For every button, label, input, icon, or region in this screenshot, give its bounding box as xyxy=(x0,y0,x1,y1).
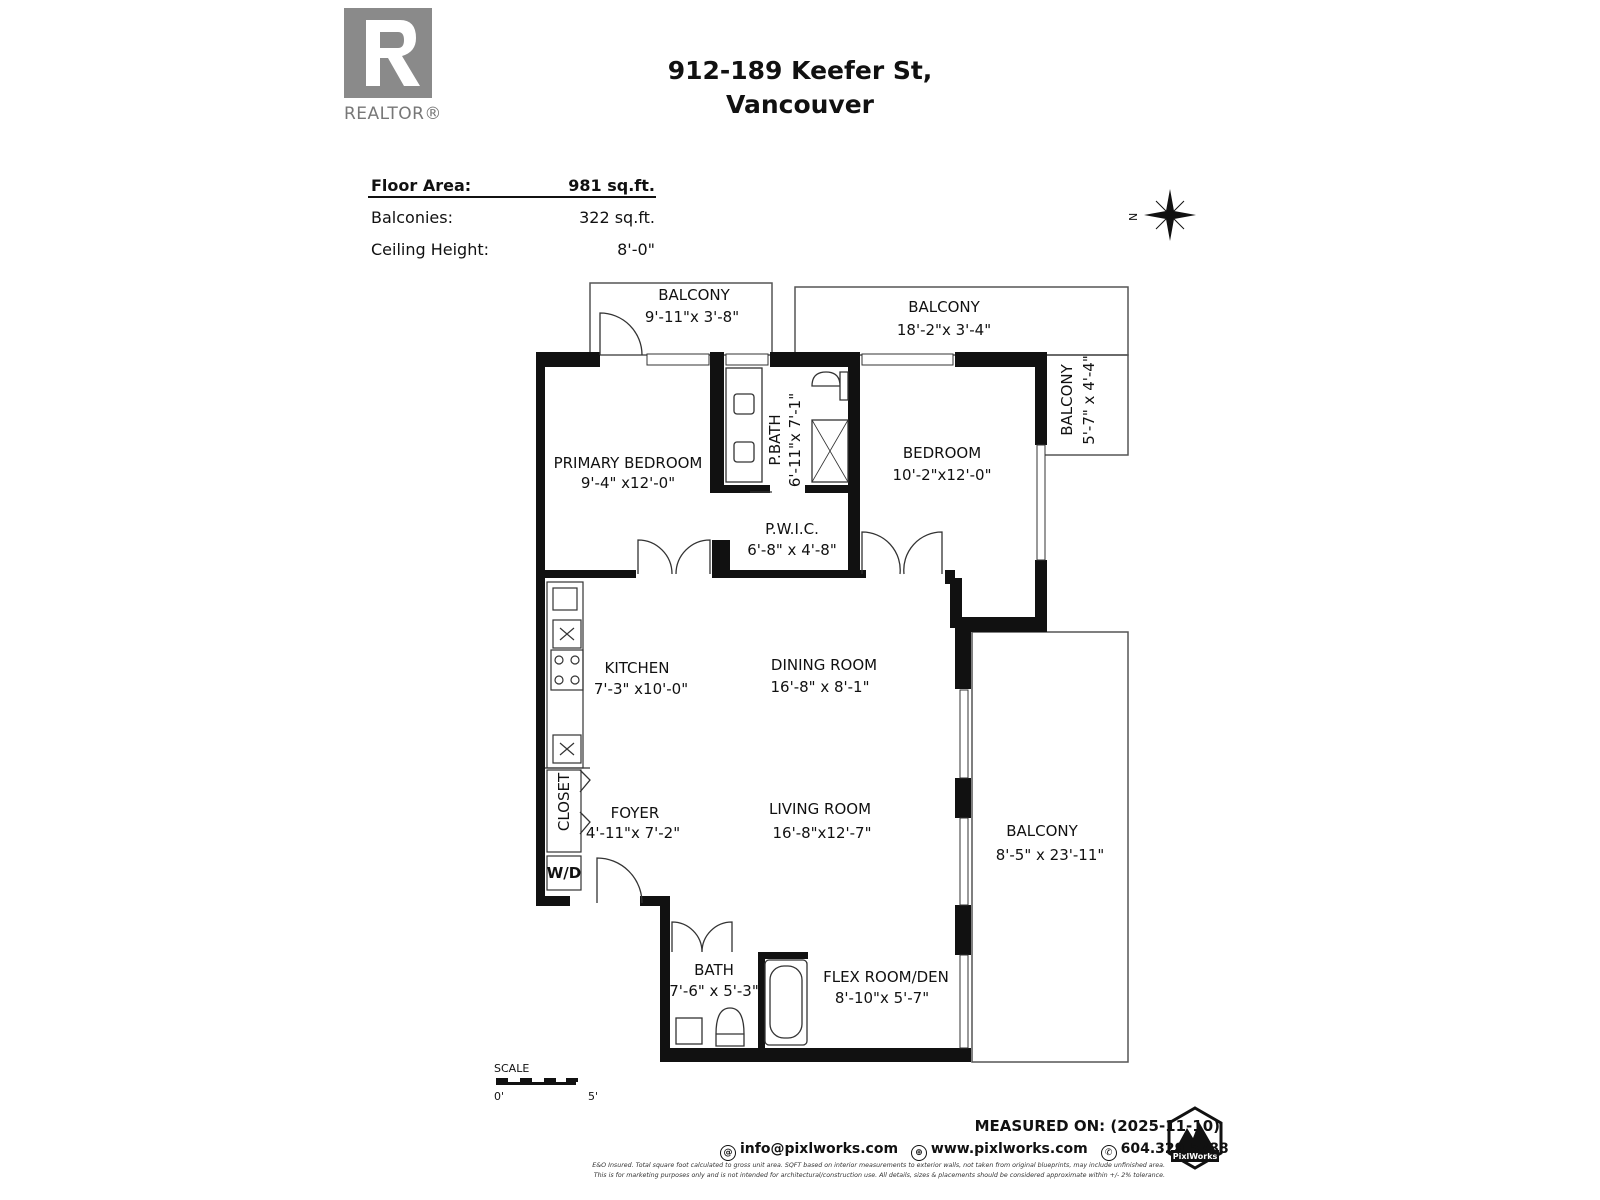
window xyxy=(861,353,954,366)
sink-icon xyxy=(552,619,582,649)
door-swing xyxy=(637,539,711,575)
website-link[interactable]: www.pixlworks.com xyxy=(930,1141,1088,1157)
email-link[interactable]: info@pixlworks.com xyxy=(740,1141,899,1157)
page-title-line2: Vancouver xyxy=(725,90,875,119)
contact-line: @info@pixlworks.com ⊕www.pixlworks.com ✆… xyxy=(712,1141,1229,1161)
fridge-icon xyxy=(552,587,578,611)
window xyxy=(959,817,969,906)
kitchen-name: KITCHEN xyxy=(605,659,670,677)
shower-icon xyxy=(811,419,849,483)
living-room-name: LIVING ROOM xyxy=(769,800,871,818)
page-title-line1: 912-189 Keefer St, xyxy=(667,56,933,85)
foyer-dims: 4'-11"x 7'-2" xyxy=(586,824,680,842)
balcony-right-small-dims: 5'-7" x 4'-4" xyxy=(1080,355,1098,444)
globe-icon: ⊕ xyxy=(910,1145,927,1161)
bedroom-name: BEDROOM xyxy=(903,444,981,462)
vanity xyxy=(725,367,763,483)
stove-icon xyxy=(550,649,584,691)
balcony-top-right-dims: 18'-2"x 3'-4" xyxy=(897,321,991,339)
phone-number[interactable]: 604.329.5788 xyxy=(1120,1141,1229,1157)
scale-min: 0' xyxy=(494,1090,504,1103)
floor-area-value: 981 sq.ft. xyxy=(568,176,655,195)
bath-name: BATH xyxy=(694,961,734,979)
floor-area-underline xyxy=(368,196,656,198)
balcony-large-name: BALCONY xyxy=(1006,822,1078,840)
window xyxy=(959,689,969,779)
pwic-dims: 6'-8" x 4'-8" xyxy=(747,541,836,559)
compass-north-label: N xyxy=(1127,213,1140,221)
door-swing xyxy=(599,312,643,356)
washer-dryer-name: W/D xyxy=(547,864,581,882)
bedroom-dims: 10'-2"x12'-0" xyxy=(892,466,991,484)
balcony-large-outline xyxy=(971,631,1129,1063)
closet-name: CLOSET xyxy=(555,772,573,831)
ceiling-height-label: Ceiling Height: xyxy=(371,240,490,259)
sink-icon xyxy=(733,441,755,463)
primary-bedroom-dims: 9'-4" x12'-0" xyxy=(581,474,675,492)
balcony-top-right-name: BALCONY xyxy=(908,298,980,316)
floor-area-label: Floor Area: xyxy=(371,176,472,195)
door-swing xyxy=(861,531,943,575)
pixlworks-logo: PixlWorks xyxy=(1167,1106,1223,1170)
washer-dryer-icon xyxy=(546,855,582,891)
balcony-large-dims: 8'-5" x 23'-11" xyxy=(996,846,1105,864)
disclaimer-line-2: This is for marketing purposes only and … xyxy=(593,1172,1165,1179)
compass-icon: N xyxy=(1127,189,1196,241)
email-icon: @ xyxy=(720,1145,736,1161)
pwic-name: P.W.I.C. xyxy=(765,520,819,538)
sink-icon xyxy=(675,1017,703,1045)
phone-icon: ✆ xyxy=(1100,1145,1117,1161)
realtor-logo xyxy=(344,8,432,98)
realtor-logo-text: REALTOR® xyxy=(344,104,442,124)
foyer-name: FOYER xyxy=(611,804,660,822)
balcony-top-left-dims: 9'-11"x 3'-8" xyxy=(645,308,739,326)
dishwasher-icon xyxy=(552,734,582,764)
p-bath-dims: 6'-11"x 7'-1" xyxy=(786,393,804,487)
room-labels: BALCONY 9'-11"x 3'-8" BALCONY 18'-2"x 3'… xyxy=(547,286,1105,1007)
scale-max: 5' xyxy=(588,1090,598,1103)
walls xyxy=(536,352,1047,1062)
balconies-label: Balconies: xyxy=(371,208,453,227)
ceiling-height-value: 8'-0" xyxy=(617,240,655,259)
flex-room-name: FLEX ROOM/DEN xyxy=(823,968,949,986)
flex-room-dims: 8'-10"x 5'-7" xyxy=(835,989,929,1007)
window xyxy=(646,353,710,366)
window xyxy=(725,353,769,366)
dining-room-name: DINING ROOM xyxy=(771,656,877,674)
p-bath-name: P.BATH xyxy=(766,414,784,465)
balcony-right-small-name: BALCONY xyxy=(1058,363,1076,435)
scale-bar: SCALE 0' 5' xyxy=(494,1062,598,1103)
door-swing xyxy=(671,921,733,953)
disclaimer-line-1: E&O Insured. Total square foot calculate… xyxy=(592,1162,1165,1169)
toilet-icon xyxy=(811,371,849,401)
sink-icon xyxy=(733,393,755,415)
balcony-top-left-name: BALCONY xyxy=(658,286,730,304)
dining-room-dims: 16'-8" x 8'-1" xyxy=(770,678,869,696)
closet-outline xyxy=(546,769,582,853)
balconies-value: 322 sq.ft. xyxy=(579,208,655,227)
measured-on: MEASURED ON: (2025-11-10) xyxy=(974,1117,1220,1135)
badge-text: PixlWorks xyxy=(1173,1152,1218,1161)
window xyxy=(959,954,969,1049)
living-room-dims: 16'-8"x12'-7" xyxy=(772,824,871,842)
window xyxy=(1036,444,1046,561)
primary-bedroom-name: PRIMARY BEDROOM xyxy=(554,454,703,472)
closet-door xyxy=(579,769,591,835)
bathtub-icon xyxy=(764,959,808,1046)
toilet-icon xyxy=(715,1007,745,1047)
bath-dims: 7'-6" x 5'-3" xyxy=(669,982,758,1000)
scale-label: SCALE xyxy=(494,1062,529,1075)
door-swing xyxy=(596,857,643,904)
kitchen-dims: 7'-3" x10'-0" xyxy=(594,680,688,698)
